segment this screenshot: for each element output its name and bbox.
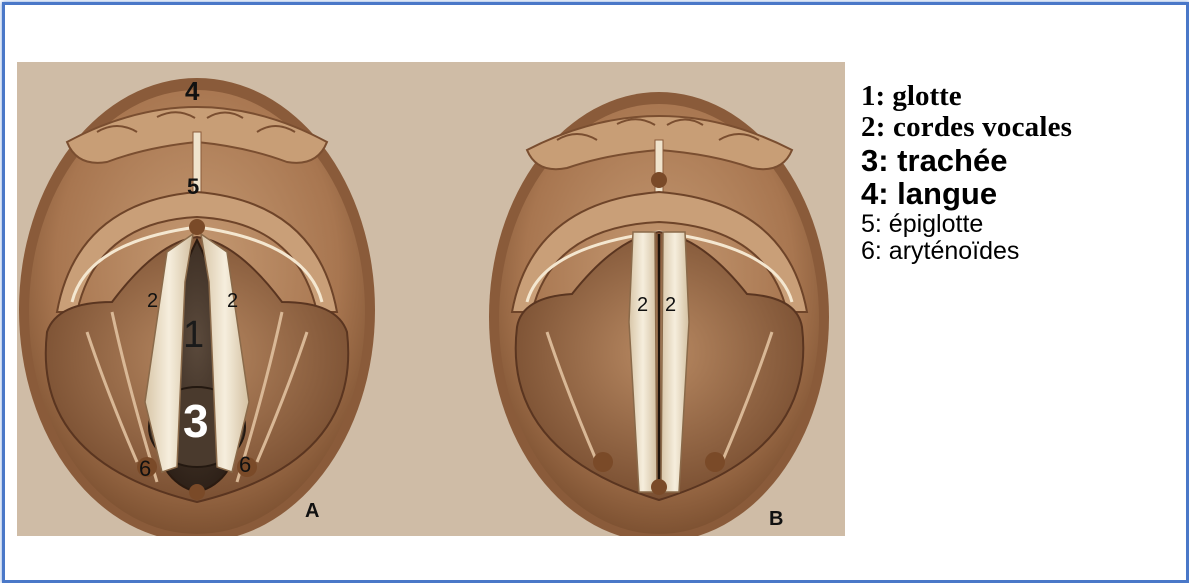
panel-a-letter: A [305, 500, 319, 523]
legend-item-tongue: 4: langue [861, 177, 1181, 210]
panel-b-letter: B [769, 508, 783, 531]
label-arytenoid-right-a: 6 [239, 452, 251, 478]
legend: 1: glotte 2: cordes vocales 3: trachée 4… [861, 81, 1181, 265]
legend-item-trachea: 3: trachée [861, 144, 1181, 177]
label-tongue-a: 4 [185, 76, 199, 107]
legend-item-epiglottis: 5: épiglotte [861, 211, 1181, 238]
label-cord-right-b: 2 [665, 294, 676, 317]
label-glottis-a: 1 [183, 314, 204, 357]
label-cord-left-a: 2 [147, 290, 158, 313]
label-arytenoid-left-a: 6 [139, 456, 151, 482]
label-cord-right-a: 2 [227, 290, 238, 313]
panel-a-larynx [19, 78, 375, 536]
label-cord-left-b: 2 [637, 294, 648, 317]
panel-b-larynx [489, 92, 829, 536]
legend-item-vocal-cords: 2: cordes vocales [861, 112, 1181, 143]
larynx-figure: 4 5 2 2 1 3 6 6 A 2 2 B [17, 62, 845, 536]
label-trachea-a: 3 [183, 394, 209, 448]
legend-item-glottis: 1: glotte [861, 81, 1181, 112]
label-epiglottis-a: 5 [187, 174, 199, 200]
legend-item-arytenoids: 6: aryténoïdes [861, 238, 1181, 265]
